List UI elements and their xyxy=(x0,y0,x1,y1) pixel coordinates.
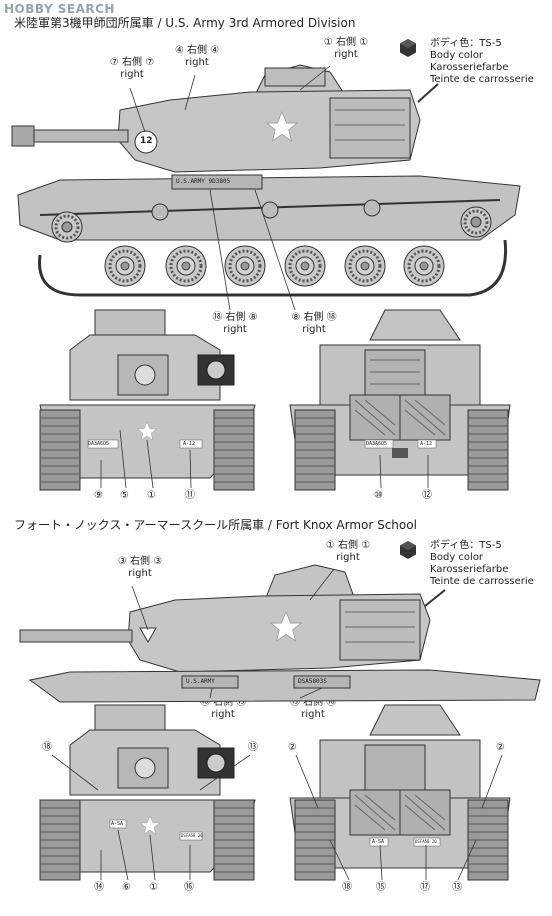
callout-3: ③ 右側 ③ right xyxy=(117,556,163,579)
marker-18: ⑱ xyxy=(342,882,352,893)
body-color-en: Body color xyxy=(430,50,484,61)
callout-7: ⑦ 右側 ⑦ right xyxy=(109,57,155,80)
marker-1: ① xyxy=(147,490,156,501)
marker-1: ① xyxy=(149,882,158,893)
front-view-1 xyxy=(39,309,256,491)
side-view-1 xyxy=(11,64,521,311)
paint-swatch-icon xyxy=(400,39,416,57)
body-color-fr: Teinte de carrosserie xyxy=(430,576,534,587)
marker-17: ⑰ xyxy=(420,882,430,893)
rear-view-2 xyxy=(289,704,511,881)
front-plate-right: A-12 xyxy=(183,441,196,447)
rear-plate-right: A-12 xyxy=(420,441,433,447)
rear-view-1 xyxy=(289,309,511,491)
callout-13-18: ⑬ 右側 ⑱ right xyxy=(289,697,337,720)
watermark: HOBBY SEARCH xyxy=(4,2,115,16)
body-color-de: Karosseriefarbe xyxy=(430,564,509,575)
section-2-title: フォート・ノックス・アーマースクール所属車 / Fort Knox Armor … xyxy=(14,518,417,532)
callout-18-13: ⑱ 右側 ⑬ right xyxy=(199,697,247,720)
hull-marking: U.S.ARMY 9D3805 xyxy=(176,178,231,185)
marker-14: ⑭ xyxy=(94,882,104,893)
marker-12: ⑫ xyxy=(422,490,432,501)
rear-plate-left: A-SA xyxy=(372,839,385,845)
body-color-fr: Teinte de carrosserie xyxy=(430,74,534,85)
paint-swatch-icon xyxy=(400,541,416,559)
callout-1: ① 右側 ① right xyxy=(325,540,371,563)
marker-16: ⑯ xyxy=(184,882,194,893)
body-color-jp: ボディ色：TS-5 xyxy=(430,38,502,49)
body-color-jp: ボディ色：TS-5 xyxy=(430,540,502,551)
marker-6: ⑥ xyxy=(122,882,131,893)
marker-5: ⑤ xyxy=(120,490,129,501)
marker-10: ⑩ xyxy=(374,490,383,501)
front-plate-left: DA3A6O5 xyxy=(88,441,110,447)
marker-2: ② xyxy=(288,742,297,753)
marker-18: ⑱ xyxy=(42,742,52,753)
body-color-en: Body color xyxy=(430,552,484,563)
front-view-2 xyxy=(39,704,256,881)
rear-plate-right: DSFA5B 20 xyxy=(415,839,437,844)
marker-9: ⑨ xyxy=(94,490,103,501)
body-color-block-2: ボディ色：TS-5 Body color Karosseriefarbe Tei… xyxy=(430,540,534,588)
hull-marking-left: U.S.ARMY xyxy=(186,678,215,685)
marker-13: ⑬ xyxy=(248,742,258,753)
turret-number: 12 xyxy=(140,136,153,146)
section-1-title: 米陸軍第3機甲師団所属車 / U.S. Army 3rd Armored Div… xyxy=(14,16,356,30)
body-color-de: Karosseriefarbe xyxy=(430,62,509,73)
marker-2: ② xyxy=(496,742,505,753)
marker-15: ⑮ xyxy=(376,882,386,893)
callout-1: ① 右側 ① right xyxy=(323,37,369,60)
hull-marking-right: DSA5803S xyxy=(298,678,327,685)
rear-plate-left: DA3A6O5 xyxy=(366,441,388,447)
callout-18-8: ⑱ 右側 ⑧ right xyxy=(212,312,258,335)
marker-11: ⑪ xyxy=(185,490,195,501)
front-plate-right: DSFA5B 20 xyxy=(181,833,203,838)
callout-8-18: ⑧ 右側 ⑱ right xyxy=(291,312,337,335)
body-color-block-1: ボディ色：TS-5 Body color Karosseriefarbe Tei… xyxy=(430,38,534,86)
front-plate-left: A-SA xyxy=(111,821,124,827)
marker-13: ⑬ xyxy=(452,882,462,893)
callout-4: ④ 右側 ④ right xyxy=(174,45,220,68)
